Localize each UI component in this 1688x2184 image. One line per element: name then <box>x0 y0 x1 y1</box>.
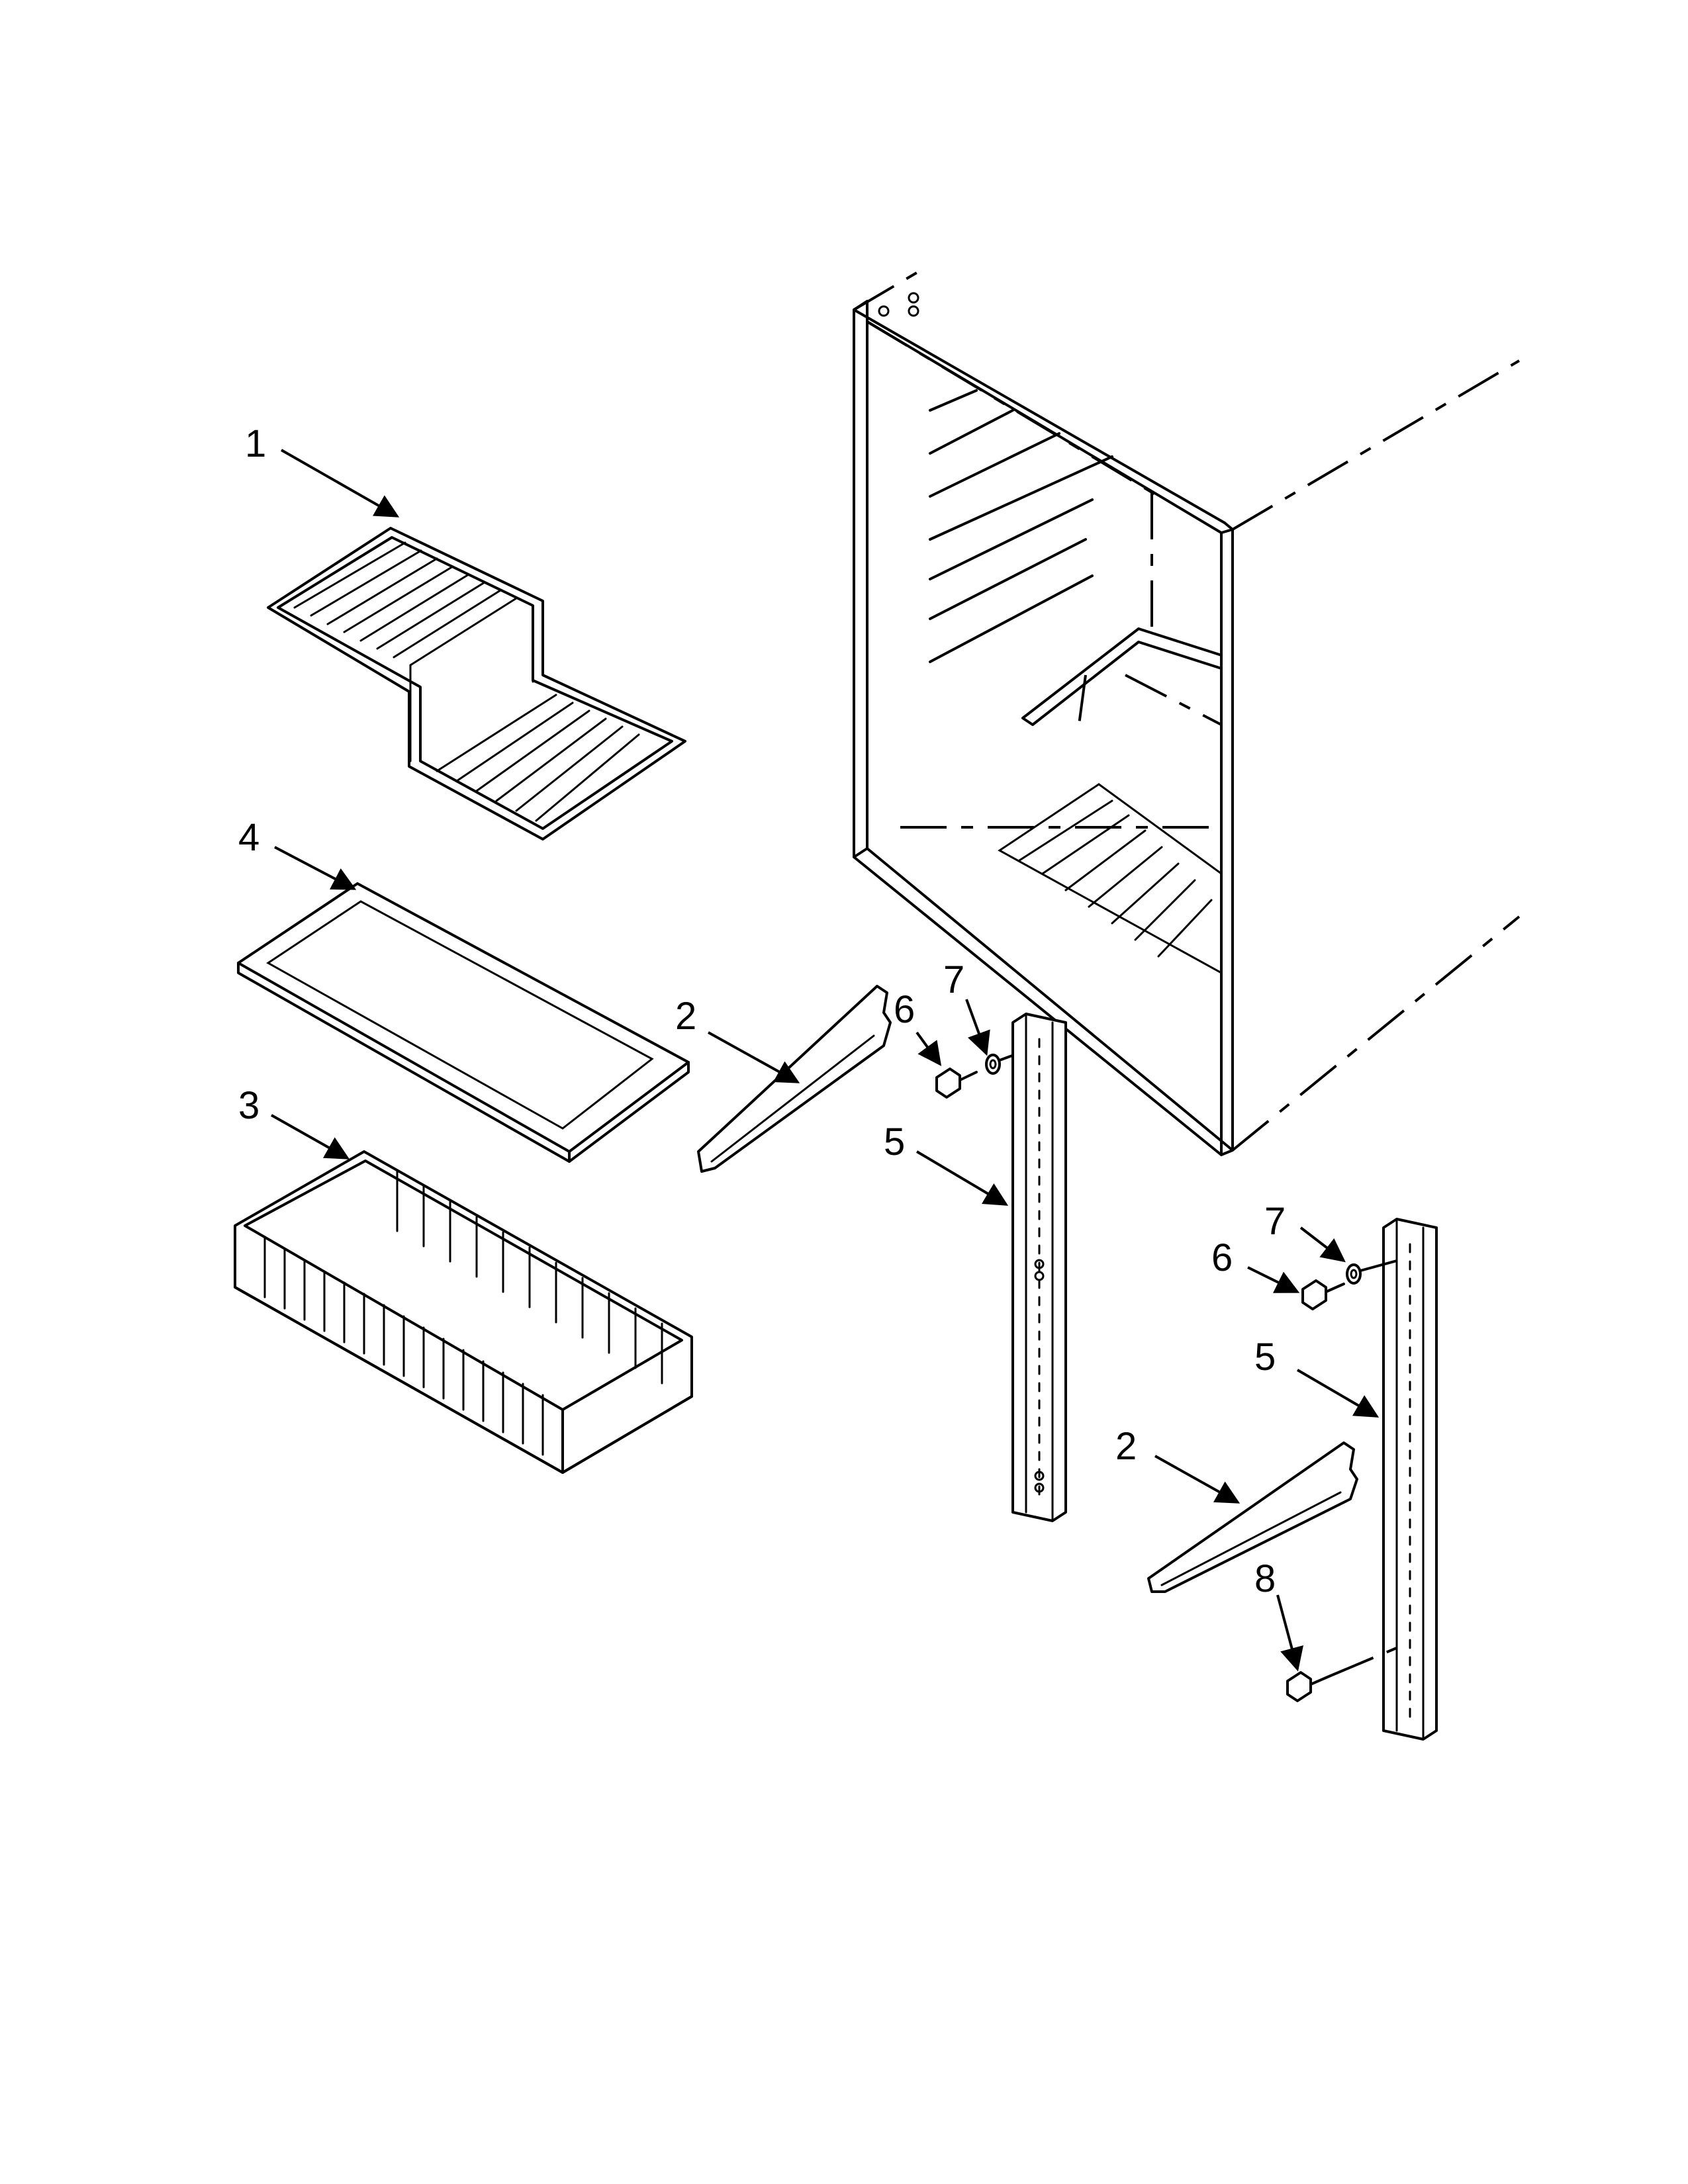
callout-2-right: 2 <box>1115 1425 1137 1468</box>
callout-1: 1 <box>245 422 266 465</box>
cabinet-liner <box>853 271 1521 1156</box>
wire-basket <box>234 1150 693 1474</box>
shelf-standard-left <box>1011 1013 1067 1522</box>
callout-7-left: 7 <box>943 958 964 1001</box>
screw-bottom <box>1286 1671 1332 1702</box>
glass-shelf <box>237 882 690 1163</box>
callout-3: 3 <box>238 1084 259 1127</box>
callout-6-left: 6 <box>894 988 915 1031</box>
screw-right <box>1301 1279 1345 1310</box>
shelf-standard-right <box>1382 1218 1438 1741</box>
callout-4: 4 <box>238 816 259 859</box>
callout-2-left: 2 <box>675 995 696 1038</box>
callout-7-right: 7 <box>1264 1200 1286 1243</box>
callout-6-right: 6 <box>1211 1236 1233 1279</box>
callout-5-right: 5 <box>1254 1336 1276 1379</box>
screw-left <box>935 1068 978 1099</box>
washer-left <box>985 1054 1001 1075</box>
shelf-bracket-right <box>1147 1441 1358 1593</box>
callout-5-left: 5 <box>884 1120 905 1163</box>
leader-lines <box>271 449 1380 1672</box>
upper-wire-shelf <box>267 527 686 841</box>
washer-right <box>1346 1263 1362 1285</box>
callout-8: 8 <box>1254 1557 1276 1600</box>
